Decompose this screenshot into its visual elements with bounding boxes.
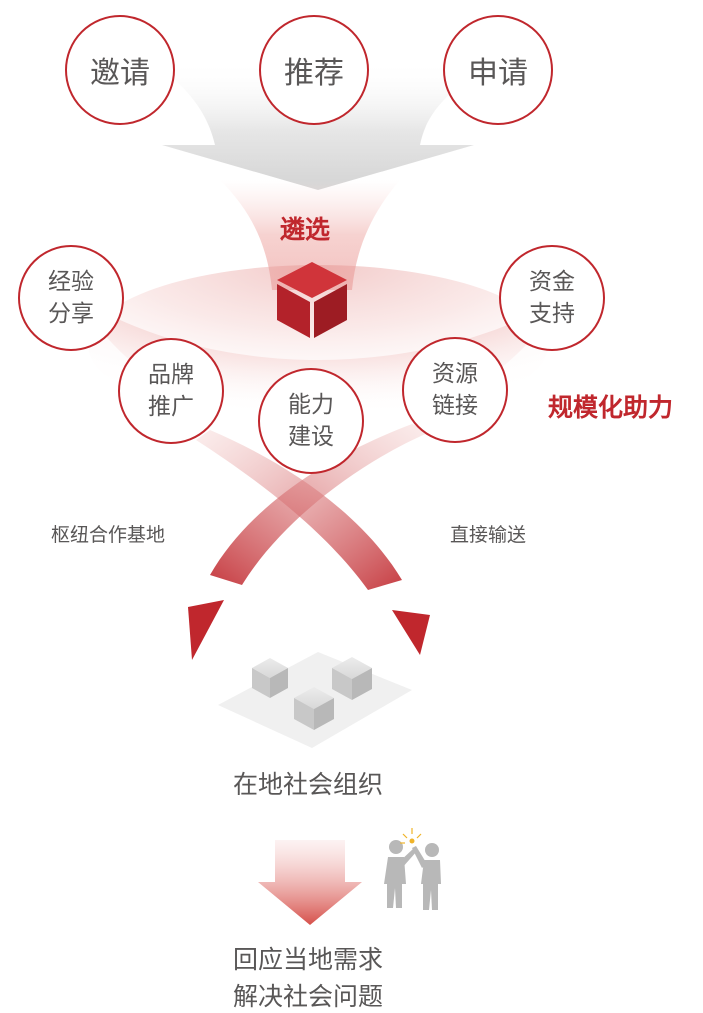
support-capacity: 能力 建设 <box>258 368 364 474</box>
channel-recommend: 推荐 <box>259 15 369 125</box>
support-capacity-label: 能力 建设 <box>288 392 334 450</box>
selection-label: 遴选 <box>280 215 331 244</box>
selection-cube-icon <box>277 262 347 338</box>
channel-invite: 邀请 <box>65 15 175 125</box>
channel-recommend-label: 推荐 <box>284 56 344 91</box>
outcome-line-1: 回应当地需求 <box>233 945 384 974</box>
support-resources: 资源 链接 <box>402 337 508 443</box>
organization-label: 在地社会组织 <box>233 770 384 799</box>
path-arrow-to-left <box>210 424 430 585</box>
path-right-label: 直接输送 <box>450 524 527 546</box>
people-icon <box>384 828 441 910</box>
support-experience: 经验 分享 <box>18 245 124 351</box>
scale-label: 规模化助力 <box>548 393 674 422</box>
channel-invite-label: 邀请 <box>90 56 150 91</box>
selection-cone <box>220 180 400 290</box>
support-brand-label: 品牌 推广 <box>148 362 194 420</box>
path-left-label: 枢纽合作基地 <box>51 524 166 546</box>
outcome-arrow <box>258 840 362 925</box>
path-arrowhead-left <box>188 600 224 660</box>
organization-blocks-icon <box>218 652 412 748</box>
support-funding-label: 资金 支持 <box>529 269 575 327</box>
support-experience-label: 经验 分享 <box>48 269 94 327</box>
channel-apply-label: 申请 <box>468 56 528 91</box>
path-arrowhead-right <box>392 610 430 655</box>
support-funding: 资金 支持 <box>499 245 605 351</box>
support-resources-label: 资源 链接 <box>432 361 478 419</box>
outcome-line-2: 解决社会问题 <box>233 982 384 1011</box>
channel-apply: 申请 <box>443 15 553 125</box>
support-brand: 品牌 推广 <box>118 338 224 444</box>
intake-funnel <box>150 60 500 190</box>
